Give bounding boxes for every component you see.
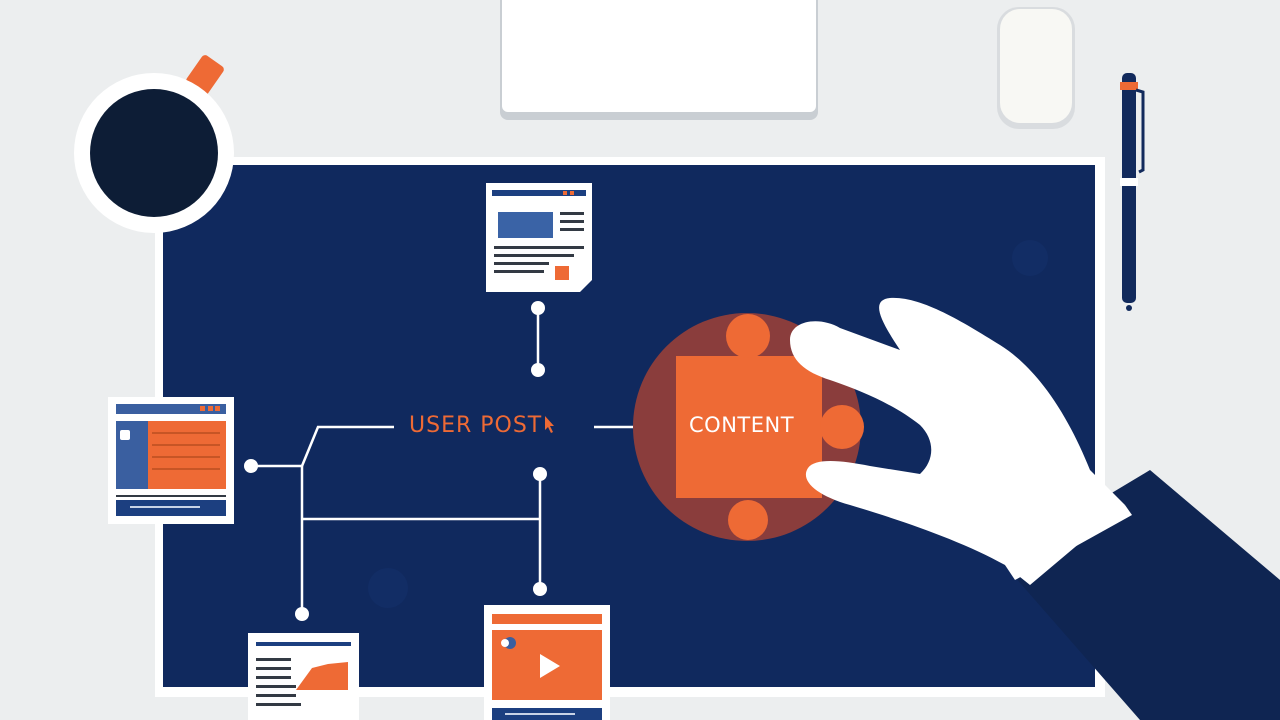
coffee-mug-icon [74, 55, 234, 233]
puzzle-piece-icon[interactable] [676, 314, 864, 540]
mouse-icon [997, 7, 1075, 129]
hub-label: USER POST [409, 413, 555, 438]
connector-lines [251, 308, 658, 614]
dashboard-card-icon[interactable] [108, 397, 234, 524]
article-card-icon[interactable] [486, 183, 592, 292]
keyboard-icon [500, 0, 818, 120]
hand-icon [790, 297, 1280, 720]
cursor-icon [544, 415, 555, 433]
video-card-icon[interactable] [484, 605, 610, 720]
hub-label-text: USER POST [409, 413, 543, 438]
pen-icon [1120, 73, 1145, 311]
puzzle-label: CONTENT [689, 413, 795, 437]
play-icon [540, 654, 560, 678]
document-card-icon[interactable] [248, 633, 359, 720]
